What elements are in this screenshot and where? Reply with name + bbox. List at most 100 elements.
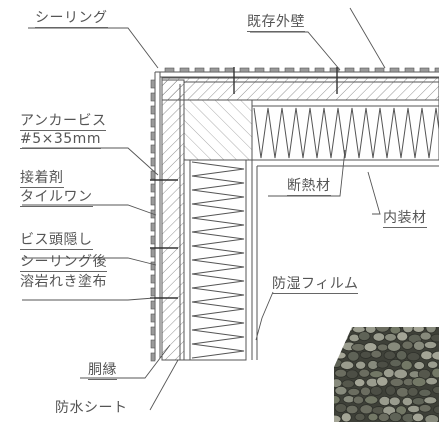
lava-stone <box>384 333 397 342</box>
tile-bump <box>150 144 156 154</box>
label-insulation: 断熱材 <box>287 178 331 196</box>
lava-stone <box>376 360 389 369</box>
tile-bump <box>150 105 156 115</box>
tile-bump <box>404 67 415 73</box>
lava-stone <box>359 350 373 359</box>
lava-stone <box>360 386 371 397</box>
lava-stone <box>413 340 426 351</box>
tile-bump <box>374 67 385 73</box>
insulation-vertical <box>189 159 247 361</box>
lava-stone <box>420 350 434 361</box>
label-dissolve-apply: 溶岩れき塗布 <box>20 274 107 290</box>
lava-stone <box>389 327 402 335</box>
tile-bump <box>314 67 325 73</box>
lava-stone <box>367 412 379 422</box>
lava-stone <box>407 404 421 414</box>
lava-stone <box>359 404 374 415</box>
tile-bump <box>150 222 156 232</box>
label-anchor-spec: #5×35mm <box>20 131 101 149</box>
label-existing-wall: 既存外壁 <box>247 14 305 32</box>
lava-stone <box>351 343 366 352</box>
lava-stone <box>352 395 365 405</box>
lava-stone <box>396 386 410 398</box>
lava-stone <box>388 412 403 422</box>
tile-bump <box>150 326 156 336</box>
lava-stone <box>430 333 439 343</box>
tile-bump <box>150 131 156 141</box>
lava-stone <box>347 387 361 397</box>
tile-bump <box>269 67 280 73</box>
lava-stone <box>345 404 359 415</box>
frame-post <box>183 99 253 161</box>
label-anchor-screw: アンカービス <box>20 113 107 131</box>
lava-stone <box>334 414 342 422</box>
tile-bump <box>150 118 156 128</box>
label-moisture-film: 防湿フィルム <box>272 276 359 294</box>
lava-stone <box>395 350 408 361</box>
tile-bump <box>150 261 156 271</box>
lava-stone <box>385 385 397 396</box>
tile-bump <box>150 248 156 258</box>
tile-bump <box>150 92 156 102</box>
lava-stone <box>355 360 367 370</box>
lava-stone <box>347 350 360 362</box>
tile-bump <box>150 313 156 323</box>
lava-stone <box>348 333 360 343</box>
lava-stone <box>424 414 439 422</box>
lava-stone <box>378 396 391 407</box>
tile-bump <box>239 67 250 73</box>
lava-stone <box>388 396 401 407</box>
lava-stone <box>342 395 355 404</box>
tile-bump <box>150 339 156 349</box>
lava-stone <box>411 397 426 406</box>
tile-bump <box>329 67 340 73</box>
label-furring: 胴縁 <box>88 362 117 380</box>
tile-bump <box>150 274 156 284</box>
lava-stone <box>340 412 352 422</box>
lava-stone <box>369 370 384 379</box>
lava-stone <box>423 396 438 405</box>
tile-bump <box>150 300 156 310</box>
lava-stone <box>411 412 425 422</box>
lava-stone <box>382 368 395 379</box>
leader-lines <box>22 7 386 411</box>
lava-stone <box>411 376 427 388</box>
lava-stone <box>396 331 409 342</box>
tile-bump <box>419 67 430 73</box>
label-sealing-top: シーリング <box>35 10 108 28</box>
lava-stone <box>340 360 355 370</box>
lava-stone <box>433 405 439 415</box>
lava-stone <box>407 387 419 397</box>
interior-finish <box>245 159 439 360</box>
lava-stone <box>389 358 402 368</box>
tile-bump <box>150 352 156 362</box>
tile-bump <box>150 196 156 206</box>
lava-stone <box>389 377 404 387</box>
lava-stone <box>412 327 425 333</box>
existing-wall-horizontal <box>161 77 439 101</box>
lava-stone <box>383 350 396 361</box>
lava-stone <box>431 367 439 379</box>
lava-stone <box>364 395 379 405</box>
lava-stone <box>400 359 413 371</box>
insulation-zigzag-vertical <box>191 161 245 359</box>
lava-stone <box>406 352 421 362</box>
lava-stone <box>334 368 348 378</box>
lava-stone <box>334 403 348 413</box>
tile-bump <box>224 67 235 73</box>
tile-bump <box>209 67 220 73</box>
lava-stone <box>432 385 439 395</box>
tile-bump <box>150 183 156 193</box>
lava-stone <box>372 332 386 342</box>
lava-stone <box>345 369 359 379</box>
lava-stone <box>334 385 348 396</box>
lava-stone-photo <box>334 327 439 422</box>
lava-stone <box>370 349 383 359</box>
lava-stone <box>387 341 402 352</box>
tile-bump <box>194 67 205 73</box>
tile-bumps-horizontal <box>164 67 439 73</box>
lava-stone <box>419 331 432 341</box>
lava-stone <box>354 412 366 422</box>
